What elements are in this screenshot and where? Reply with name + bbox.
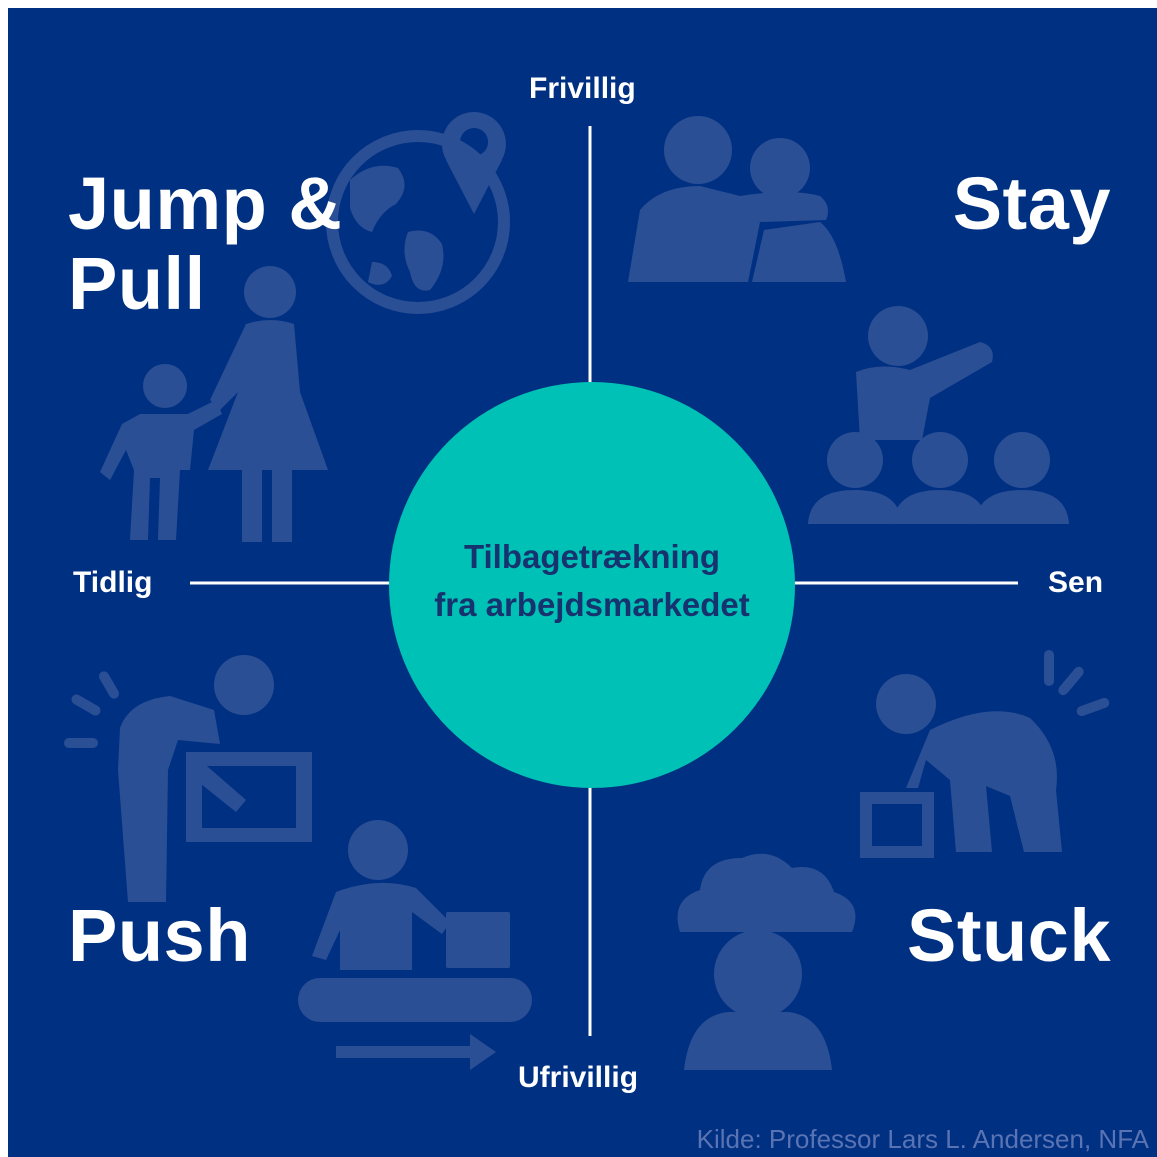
axis-label-bottom: Ufrivillig: [518, 1061, 639, 1094]
quadrant-label-top-right: Stay: [952, 162, 1111, 245]
worker-with-back-pain-lifting-box-icon: [860, 650, 1110, 858]
axes: [190, 126, 1018, 1036]
worker-lifting-box-with-strain-icon: [64, 655, 312, 902]
axis-label-top: Frivillig: [529, 72, 636, 105]
axis-label-right: Sen: [1048, 566, 1104, 599]
person-with-cloud-over-head-icon: [677, 853, 856, 1070]
teacher-with-audience-icon: [808, 306, 1069, 524]
quadrant-label-bottom-left: Push: [68, 894, 251, 977]
parent-and-child-walking-icon: [100, 266, 328, 542]
axis-label-left: Tidlig: [73, 566, 153, 599]
globe-with-location-pin-icon: [326, 112, 510, 314]
quadrant-label-top-left-line2: Pull: [68, 242, 206, 325]
worker-at-conveyor-belt-icon: [298, 820, 532, 1070]
source-credit: Kilde: Professor Lars L. Andersen, NFA: [696, 1124, 1149, 1154]
center-circle: [389, 382, 795, 788]
center-label-line2: fra arbejdsmarkedet: [434, 586, 750, 623]
center-label: Tilbagetrækning fra arbejdsmarkedet: [389, 533, 795, 629]
quadrant-label-bottom-right: Stuck: [906, 894, 1111, 977]
quadrant-label-top-left: Jump & Pull: [68, 164, 342, 324]
center-label-line1: Tilbagetrækning: [463, 538, 721, 575]
two-people-embracing-icon: [628, 116, 846, 282]
quadrant-label-top-left-line1: Jump &: [68, 162, 343, 245]
